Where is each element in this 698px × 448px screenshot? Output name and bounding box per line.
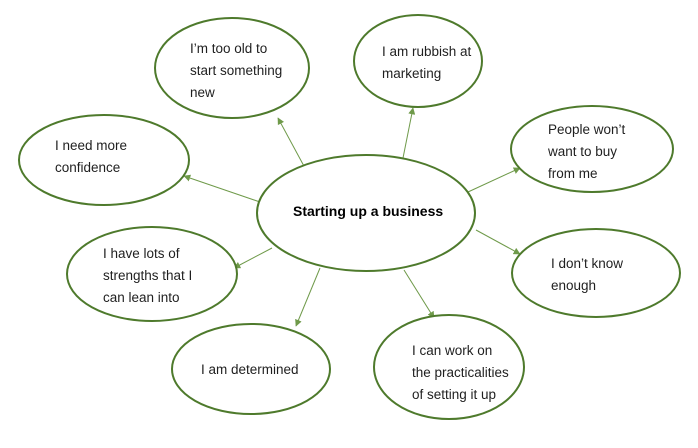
node-confidence-label: I need more confidence: [55, 135, 127, 179]
node-confidence: [18, 114, 190, 206]
node-practicalities-line-3: of setting it up: [412, 387, 497, 402]
connector-to-rubbish: [402, 107, 416, 159]
node-rubbish-label: I am rubbish at marketing: [382, 41, 471, 85]
node-wont-buy-line-2: want to buy: [548, 144, 618, 159]
node-strengths-line-2: strengths that I: [103, 268, 193, 283]
connector-to-too-old: [277, 117, 306, 169]
node-determined: [171, 323, 331, 415]
node-determined-label: I am determined: [201, 359, 299, 381]
node-practicalities: [373, 314, 525, 420]
connector-to-confidence: [183, 174, 261, 203]
node-practicalities-line-1: I can work on: [412, 343, 493, 358]
connector-to-strengths: [233, 247, 273, 269]
node-dont-know-label: I don’t know enough: [551, 253, 623, 297]
node-wont-buy-line-1: People won’t: [548, 122, 626, 137]
node-confidence-line-1: I need more: [55, 138, 128, 153]
node-wont-buy: [510, 105, 674, 193]
connector-to-dont-know: [475, 229, 521, 255]
node-too-old: [154, 17, 310, 119]
node-wont-buy-line-3: from me: [548, 166, 598, 181]
node-wont-buy-label: People won’t want to buy from me: [548, 119, 625, 185]
connector-to-determined: [295, 267, 321, 327]
node-dont-know-line-2: enough: [551, 278, 597, 293]
node-rubbish-line-2: marketing: [382, 66, 442, 81]
node-dont-know-line-1: I don’t know: [551, 256, 624, 271]
node-confidence-line-2: confidence: [55, 160, 121, 175]
node-practicalities-line-2: the practicalities: [412, 365, 509, 380]
connector-to-wont-buy: [467, 167, 521, 193]
node-too-old-line-1: I’m too old to: [190, 41, 268, 56]
node-determined-line-1: I am determined: [201, 362, 299, 377]
connector-to-practicalities: [403, 269, 435, 319]
node-strengths: [66, 226, 238, 322]
node-strengths-line-1: I have lots of: [103, 246, 180, 261]
node-strengths-label: I have lots of strengths that I can lean…: [103, 243, 192, 309]
node-dont-know: [511, 228, 681, 318]
node-practicalities-label: I can work on the practicalities of sett…: [412, 340, 509, 406]
node-rubbish-line-1: I am rubbish at: [382, 44, 472, 59]
node-too-old-line-2: start something: [190, 63, 283, 78]
node-too-old-line-3: new: [190, 85, 215, 100]
node-strengths-line-3: can lean into: [103, 290, 180, 305]
center-node: [256, 154, 476, 272]
node-too-old-label: I’m too old to start something new: [190, 38, 282, 104]
node-rubbish: [353, 14, 483, 108]
center-label: Starting up a business: [293, 203, 444, 219]
